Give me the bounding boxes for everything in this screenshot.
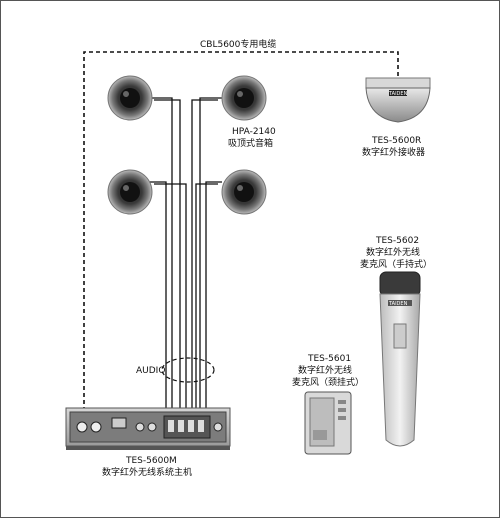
cable-label: CBL5600专用电缆 xyxy=(200,40,277,50)
handheld-mic-model: TES-5602 xyxy=(376,236,420,246)
audio-ellipse xyxy=(161,357,215,383)
cbl5600-cable xyxy=(83,51,399,418)
receiver-device xyxy=(365,77,431,123)
receiver-desc: 数字红外接收器 xyxy=(362,148,426,158)
speaker-bottom-left xyxy=(107,169,153,215)
speaker-bottom-right xyxy=(221,169,267,215)
speaker-cables xyxy=(150,97,222,420)
receiver-badge: TAIDEN xyxy=(389,91,408,97)
speaker-desc: 吸顶式音箱 xyxy=(228,139,274,149)
main-unit-device xyxy=(65,407,231,450)
clip-mic-model: TES-5601 xyxy=(308,354,352,364)
clip-mic-device xyxy=(304,391,352,455)
handheld-mic-desc1: 数字红外无线 xyxy=(366,248,421,258)
main-unit-model: TES-5600M xyxy=(126,456,177,466)
speaker-top-right xyxy=(221,75,267,121)
main-unit-desc: 数字红外无线系统主机 xyxy=(102,468,193,478)
audio-label: AUDIO xyxy=(136,366,166,376)
handheld-mic-desc2: 麦克风（手持式） xyxy=(360,260,433,270)
clip-mic-desc2: 麦克风（颈挂式） xyxy=(292,378,365,388)
clip-mic-desc1: 数字红外无线 xyxy=(298,366,353,376)
speaker-top-left xyxy=(107,75,153,121)
handheld-mic-badge: TAIDEN xyxy=(389,301,408,307)
handheld-mic-device xyxy=(379,271,421,447)
receiver-model: TES-5600R xyxy=(372,136,422,146)
speaker-model: HPA-2140 xyxy=(232,127,276,137)
